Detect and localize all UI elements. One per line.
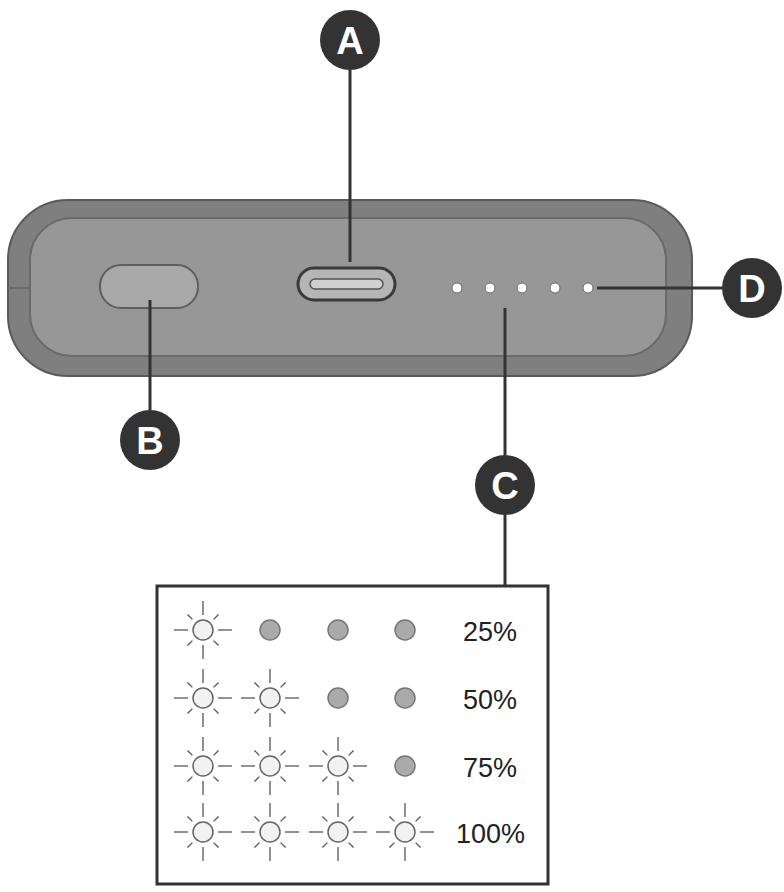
led-lit [309, 737, 367, 795]
charge-percent: 75% [463, 755, 517, 782]
led-legend-symbols [174, 601, 434, 861]
charge-percent: 25% [463, 619, 517, 646]
inset-box [157, 586, 548, 884]
leader-lines [150, 70, 722, 586]
callout-letter: B [136, 422, 163, 460]
led-off [395, 620, 415, 640]
led-off [260, 620, 280, 640]
charge-percent: 100% [456, 821, 525, 848]
callout-letter: A [336, 22, 363, 60]
led-lit [241, 669, 299, 727]
led-lit [174, 737, 232, 795]
led-lit [241, 803, 299, 861]
charge-percent: 50% [463, 687, 517, 714]
edge-line [8, 287, 30, 289]
led-row [452, 283, 593, 293]
callout-letter: D [738, 270, 765, 308]
callout-letter: C [491, 467, 518, 505]
led-lit [241, 737, 299, 795]
power-bank-face [30, 218, 666, 356]
led-lit [174, 803, 232, 861]
led-lit [174, 669, 232, 727]
usb-c-port [298, 268, 395, 300]
led-lit [309, 803, 367, 861]
callout-circles [120, 10, 782, 515]
usb-c-tongue [310, 279, 383, 289]
led-lit [174, 601, 232, 659]
led-lit [376, 803, 434, 861]
led-off [395, 756, 415, 776]
led-off [328, 688, 348, 708]
led-off [395, 688, 415, 708]
led-off [328, 620, 348, 640]
